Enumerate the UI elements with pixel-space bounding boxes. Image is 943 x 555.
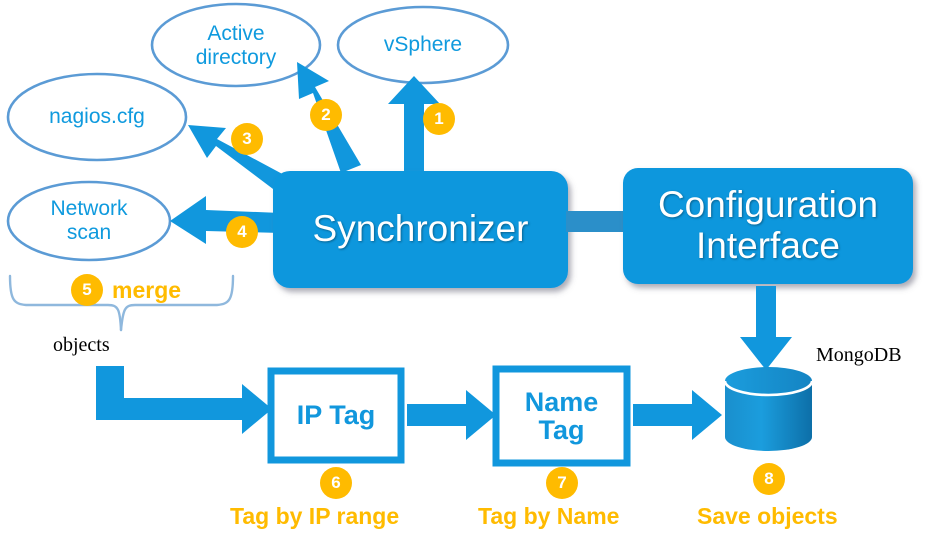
step-badge-5[interactable]: 5 (71, 274, 103, 306)
objects-caption: objects (53, 334, 110, 357)
merge-caption: merge (112, 277, 181, 304)
source-label-network-scan: Network scan (8, 192, 170, 250)
merge-brace (8, 274, 235, 332)
step-badge-5-text: 5 (82, 280, 92, 299)
step-badge-3[interactable]: 3 (231, 123, 263, 155)
step-badge-3-text: 3 (242, 129, 252, 148)
arrow-objects-to-ip-tag (96, 366, 272, 434)
source-label-active-directory: Active directory (152, 17, 320, 75)
source-label-network-scan-text: Network scan (50, 197, 128, 244)
step7-caption: Tag by Name (478, 503, 619, 530)
step-badge-4-text: 4 (237, 222, 247, 241)
step7-caption-text: Tag by Name (478, 503, 620, 529)
connector-synchronizer-configuration (566, 211, 626, 232)
arrow-4-to-network-scan (170, 196, 281, 244)
source-label-nagios-cfg: nagios.cfg (8, 97, 186, 137)
step-badge-2-text: 2 (321, 105, 331, 124)
mongodb-cylinder[interactable] (723, 367, 814, 451)
step-badge-7-text: 7 (557, 473, 567, 492)
step6-caption: Tag by IP range (230, 503, 399, 530)
objects-caption-text: objects (53, 334, 110, 356)
source-label-nagios-cfg-text: nagios.cfg (49, 105, 145, 129)
source-label-active-directory-text: Active directory (195, 22, 277, 69)
arrow-1-to-vsphere (388, 76, 440, 171)
source-ellipse-nagios-cfg[interactable] (6, 72, 188, 162)
name-tag-box[interactable] (492, 365, 631, 467)
step8-caption-text: Save objects (697, 503, 838, 529)
step-badge-8[interactable]: 8 (753, 463, 785, 495)
merge-caption-text: merge (112, 277, 182, 303)
arrow-3-to-nagios-cfg (188, 125, 288, 195)
step-badge-6[interactable]: 6 (320, 467, 352, 499)
arrow-name-tag-to-mongodb (633, 390, 722, 440)
step8-caption: Save objects (697, 503, 838, 530)
synchronizer-box[interactable] (273, 171, 568, 288)
arrow-configuration-to-mongodb (740, 286, 792, 370)
step-badge-1[interactable]: 1 (423, 103, 455, 135)
step-badge-6-text: 6 (331, 473, 341, 492)
source-ellipse-active-directory[interactable] (150, 2, 322, 88)
source-label-vsphere-text: vSphere (383, 33, 463, 57)
mongodb-label-text: MongoDB (816, 344, 902, 366)
source-label-vsphere: vSphere (338, 25, 508, 65)
step-badge-8-text: 8 (764, 469, 774, 488)
arrow-ip-tag-to-name-tag (407, 390, 496, 440)
step-badge-4[interactable]: 4 (226, 216, 258, 248)
mongodb-label: MongoDB (816, 344, 902, 367)
source-ellipse-vsphere[interactable] (336, 5, 510, 85)
step-badge-2[interactable]: 2 (310, 99, 342, 131)
step6-caption-text: Tag by IP range (230, 503, 400, 529)
configuration-interface-box[interactable] (623, 168, 913, 284)
ip-tag-box[interactable] (267, 367, 405, 464)
step-badge-1-text: 1 (434, 109, 444, 128)
step-badge-7[interactable]: 7 (546, 467, 578, 499)
